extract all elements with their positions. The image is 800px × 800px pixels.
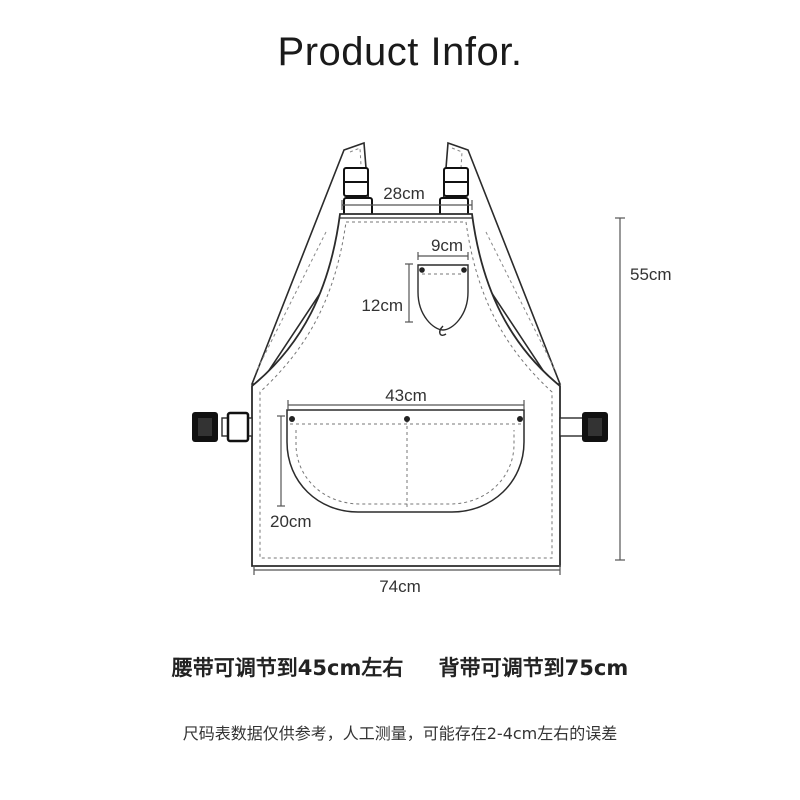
adjustment-caption: 腰带可调节到45cm左右 背带可调节到75cm <box>0 652 800 682</box>
height-label: 55cm <box>630 265 672 284</box>
page-title: Product Infor. <box>277 30 523 74</box>
right-waist-belt <box>559 412 608 442</box>
waist-adjust-text: 腰带可调节到45cm左右 <box>171 656 404 680</box>
back-adjust-text: 背带可调节到75cm <box>438 656 629 680</box>
big-pocket-width-label: 43cm <box>385 386 427 405</box>
dimension-lines <box>253 200 625 575</box>
small-pocket <box>417 264 469 336</box>
right-strap-buckle <box>439 167 469 217</box>
strap-gap-label: 28cm <box>383 184 425 203</box>
left-strap <box>250 141 371 385</box>
small-pocket-width-label: 9cm <box>431 236 463 255</box>
left-waist-belt <box>192 411 253 443</box>
big-pocket <box>286 409 525 513</box>
big-pocket-height-label: 20cm <box>270 512 312 531</box>
measurement-note: 尺码表数据仅供参考，人工测量，可能存在2-4cm左右的误差 <box>182 724 618 743</box>
small-pocket-height-label: 12cm <box>361 296 403 315</box>
left-strap-buckle <box>343 167 373 217</box>
width-label: 74cm <box>379 577 421 596</box>
